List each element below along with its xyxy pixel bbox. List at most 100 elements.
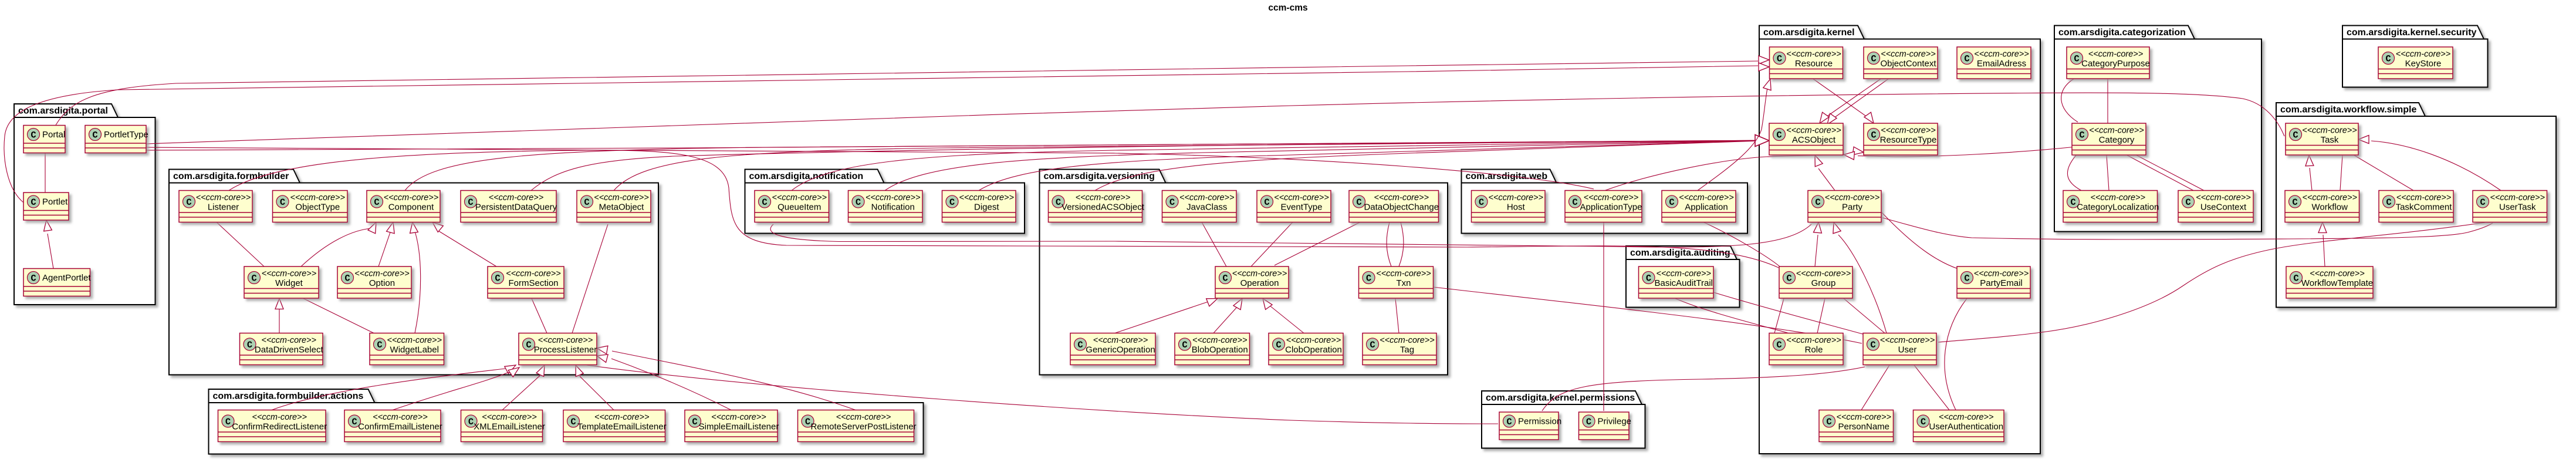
svg-text:PartyEmail: PartyEmail xyxy=(1980,278,2023,288)
svg-text:<<ccm-core>>: <<ccm-core>> xyxy=(1489,193,1544,203)
svg-text:<<ccm-core>>: <<ccm-core>> xyxy=(1939,413,1994,422)
svg-text:C: C xyxy=(1506,417,1512,427)
svg-text:ACSObject: ACSObject xyxy=(1792,135,1836,145)
svg-text:C: C xyxy=(1871,54,1876,65)
svg-text:C: C xyxy=(2386,197,2391,208)
svg-text:C: C xyxy=(1870,340,1875,350)
svg-text:<<ccm-core>>: <<ccm-core>> xyxy=(1192,336,1248,345)
svg-text:Permission: Permission xyxy=(1518,417,1561,427)
svg-text:C: C xyxy=(1222,274,1228,284)
svg-text:<<ccm-core>>: <<ccm-core>> xyxy=(2196,193,2251,203)
svg-text:<<ccm-core>>: <<ccm-core>> xyxy=(2091,193,2146,203)
svg-text:<<ccm-core>>: <<ccm-core>> xyxy=(1679,193,1734,203)
svg-text:CategoryPurpose: CategoryPurpose xyxy=(2081,59,2150,69)
svg-text:CategoryLocalization: CategoryLocalization xyxy=(2077,203,2159,212)
svg-text:ApplicationType: ApplicationType xyxy=(1580,203,1642,212)
svg-text:<<ccm-core>>: <<ccm-core>> xyxy=(252,413,307,422)
svg-text:EventType: EventType xyxy=(1281,203,1323,212)
svg-text:C: C xyxy=(2185,197,2190,208)
svg-text:C: C xyxy=(1586,417,1591,427)
svg-text:com.arsdigita.formbuilder: com.arsdigita.formbuilder xyxy=(173,171,289,181)
svg-text:<<ccm-core>>: <<ccm-core>> xyxy=(772,193,827,203)
svg-text:ObjectContext: ObjectContext xyxy=(1880,59,1936,69)
svg-text:<<ccm-core>>: <<ccm-core>> xyxy=(290,193,346,203)
svg-text:<<ccm-core>>: <<ccm-core>> xyxy=(1881,50,1936,59)
svg-text:C: C xyxy=(2293,274,2298,284)
svg-text:PortletType: PortletType xyxy=(104,130,148,140)
svg-text:<<ccm-core>>: <<ccm-core>> xyxy=(836,413,891,422)
svg-text:BlobOperation: BlobOperation xyxy=(1192,345,1248,355)
svg-text:C: C xyxy=(762,197,767,208)
svg-text:<<ccm-core>>: <<ccm-core>> xyxy=(1286,336,1341,345)
svg-text:UserTask: UserTask xyxy=(2499,203,2536,212)
svg-text:C: C xyxy=(31,130,36,141)
svg-text:C: C xyxy=(1826,417,1831,427)
svg-text:<<ccm-core>>: <<ccm-core>> xyxy=(1274,193,1329,203)
svg-text:Widget: Widget xyxy=(275,278,303,288)
svg-text:AgentPortlet: AgentPortlet xyxy=(42,273,91,283)
svg-text:DataDrivenSelect: DataDrivenSelect xyxy=(255,345,324,355)
svg-text:XMLEmailListener: XMLEmailListener xyxy=(474,422,545,432)
svg-text:C: C xyxy=(1077,340,1083,350)
svg-text:FormSection: FormSection xyxy=(508,278,558,288)
svg-text:C: C xyxy=(92,130,97,141)
svg-text:<<ccm-core>>: <<ccm-core>> xyxy=(354,269,410,279)
svg-text:C: C xyxy=(1182,340,1187,350)
svg-text:com.arsdigita.workflow.simple: com.arsdigita.workflow.simple xyxy=(2280,105,2416,115)
svg-text:Listener: Listener xyxy=(208,203,239,212)
svg-text:<<ccm-core>>: <<ccm-core>> xyxy=(1786,126,1841,136)
svg-text:<<ccm-core>>: <<ccm-core>> xyxy=(384,193,439,203)
svg-text:Tag: Tag xyxy=(1400,345,1414,355)
svg-text:C: C xyxy=(1276,340,1281,350)
svg-text:Application: Application xyxy=(1685,203,1728,212)
svg-text:PersonName: PersonName xyxy=(1838,422,1889,432)
svg-text:C: C xyxy=(186,197,191,208)
svg-text:C: C xyxy=(1366,274,1371,284)
svg-text:<<ccm-core>>: <<ccm-core>> xyxy=(2396,193,2452,203)
svg-text:C: C xyxy=(1646,274,1651,284)
svg-text:<<ccm-core>>: <<ccm-core>> xyxy=(1974,269,2029,279)
svg-text:C: C xyxy=(247,340,252,350)
svg-text:<<ccm-core>>: <<ccm-core>> xyxy=(1179,193,1235,203)
svg-text:C: C xyxy=(1056,197,1061,208)
svg-text:Party: Party xyxy=(1842,203,1863,212)
svg-text:C: C xyxy=(1964,54,1969,65)
svg-text:C: C xyxy=(468,417,474,427)
svg-text:<<ccm-core>>: <<ccm-core>> xyxy=(506,269,561,279)
svg-text:com.arsdigita.versioning: com.arsdigita.versioning xyxy=(1044,171,1155,181)
svg-text:ConfirmRedirectListener: ConfirmRedirectListener xyxy=(232,422,327,432)
svg-text:Group: Group xyxy=(1811,278,1836,288)
svg-text:<<ccm-core>>: <<ccm-core>> xyxy=(538,336,593,345)
svg-text:com.arsdigita.notification: com.arsdigita.notification xyxy=(749,171,864,181)
svg-text:<<ccm-core>>: <<ccm-core>> xyxy=(594,413,650,422)
svg-text:GenericOperation: GenericOperation xyxy=(1086,345,1155,355)
svg-text:C: C xyxy=(1776,130,1781,141)
svg-text:com.arsdigita.categorization: com.arsdigita.categorization xyxy=(2058,28,2186,38)
svg-text:C: C xyxy=(1572,197,1577,208)
svg-text:<<ccm-core>>: <<ccm-core>> xyxy=(1881,126,1936,136)
svg-text:C: C xyxy=(280,197,285,208)
svg-text:C: C xyxy=(1815,197,1820,208)
svg-text:BasicAuditTrail: BasicAuditTrail xyxy=(1655,278,1713,288)
svg-text:ccm-cms: ccm-cms xyxy=(1268,3,1307,13)
svg-text:<<ccm-core>>: <<ccm-core>> xyxy=(1825,193,1880,203)
svg-text:<<ccm-core>>: <<ccm-core>> xyxy=(262,269,317,279)
svg-text:com.arsdigita.portal: com.arsdigita.portal xyxy=(18,106,108,116)
svg-text:<<ccm-core>>: <<ccm-core>> xyxy=(1380,336,1435,345)
svg-text:Portal: Portal xyxy=(42,130,65,140)
svg-text:<<ccm-core>>: <<ccm-core>> xyxy=(2089,126,2144,136)
svg-text:<<ccm-core>>: <<ccm-core>> xyxy=(2310,269,2365,279)
svg-text:Notification: Notification xyxy=(871,203,915,212)
svg-text:com.arsdigita.kernel: com.arsdigita.kernel xyxy=(1763,28,1855,38)
svg-text:C: C xyxy=(1479,197,1484,208)
svg-text:KeyStore: KeyStore xyxy=(2405,59,2442,69)
svg-text:VersionedACSObject: VersionedACSObject xyxy=(1061,203,1145,212)
svg-text:C: C xyxy=(344,274,350,284)
svg-text:C: C xyxy=(1669,197,1674,208)
svg-text:<<ccm-core>>: <<ccm-core>> xyxy=(1796,269,1851,279)
svg-text:RemoteServerPostListener: RemoteServerPostListener xyxy=(810,422,916,432)
svg-text:C: C xyxy=(251,274,256,284)
svg-text:Resource: Resource xyxy=(1795,59,1833,69)
svg-text:EmailAdress: EmailAdress xyxy=(1977,59,2026,69)
svg-text:<<ccm-core>>: <<ccm-core>> xyxy=(1974,50,2029,59)
